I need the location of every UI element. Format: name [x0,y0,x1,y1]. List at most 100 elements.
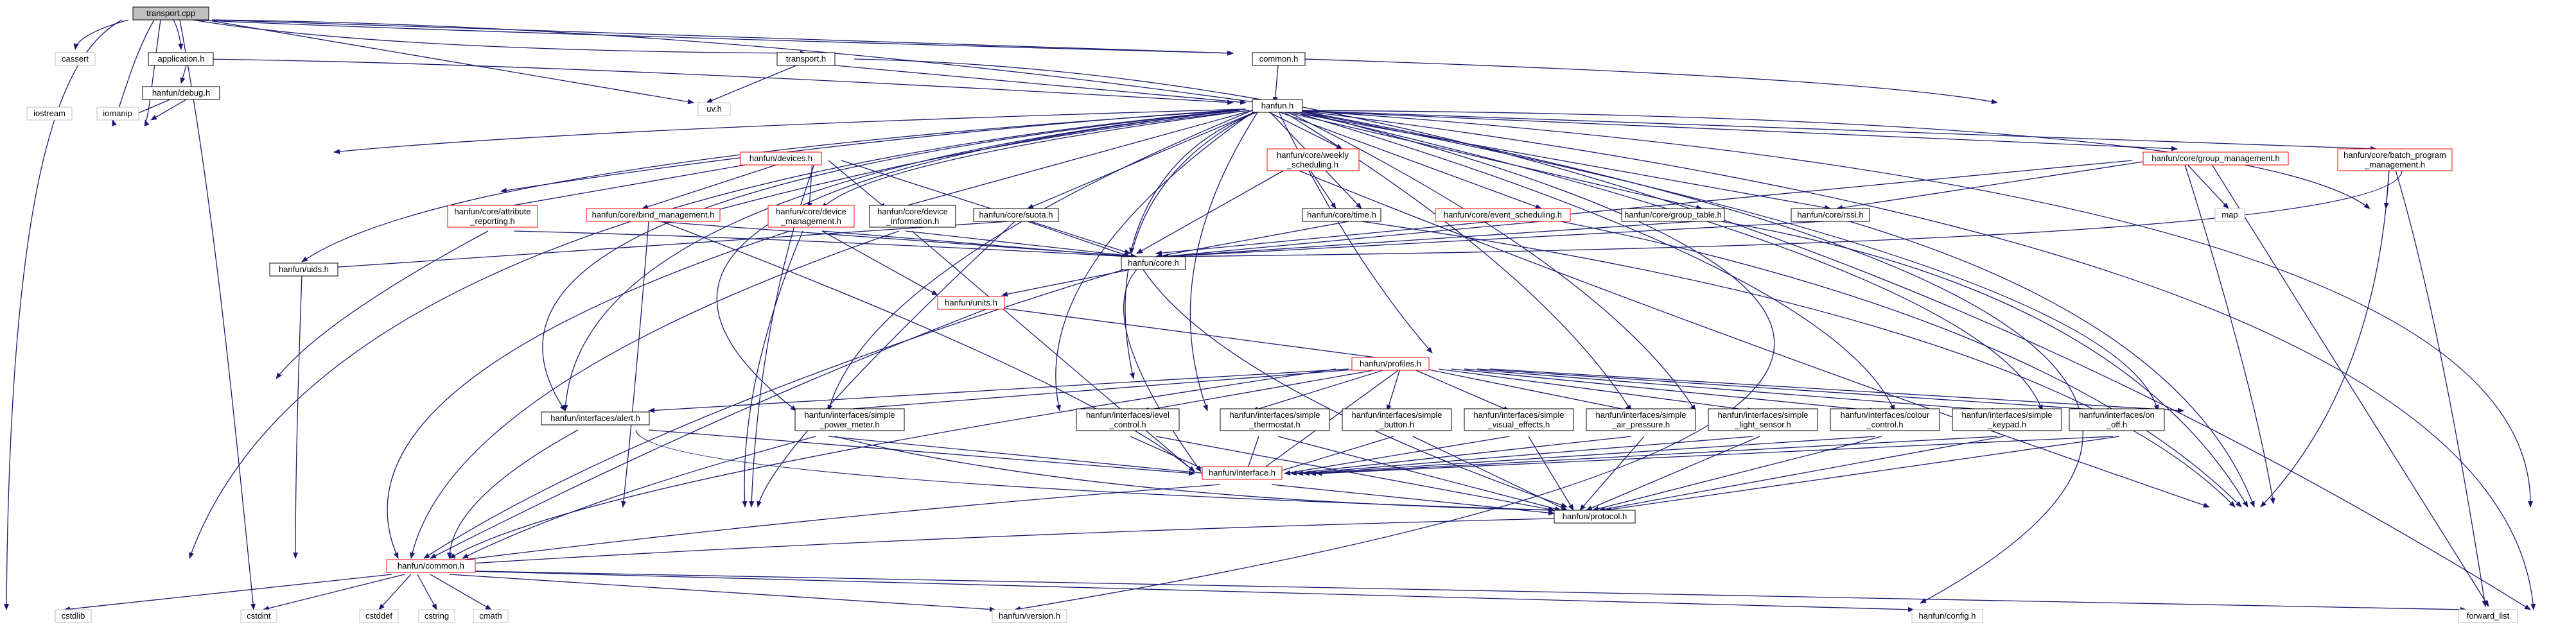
node-common-h-top[interactable]: common.h [1252,52,1306,66]
edge [1027,110,1259,209]
node-map[interactable]: map [2214,208,2245,222]
node-iomanip[interactable]: iomanip [96,107,139,121]
edge [211,19,1234,56]
node-label: application.h [158,54,205,64]
edge [2183,160,2275,504]
node-uv-h[interactable]: uv.h [697,102,731,116]
node-simple-thermostat-h[interactable]: hanfun/interfaces/simple _thermostat.h [1220,408,1330,431]
node-cassert[interactable]: cassert [55,52,96,66]
edge [642,160,791,210]
node-rssi-h[interactable]: hanfun/core/rssi.h [1791,208,1870,222]
node-cstdint[interactable]: cstdint [240,609,277,623]
node-bind-management-h[interactable]: hanfun/core/bind_management.h [586,208,721,222]
node-weekly-scheduling-h[interactable]: hanfun/core/weekly _scheduling.h [1266,148,1360,171]
node-hanfun-h[interactable]: hanfun.h [1252,99,1303,113]
node-forward-list[interactable]: forward_list [2458,609,2518,623]
edge [1599,436,2004,512]
node-hanfun-common-h[interactable]: hanfun/common.h [386,559,476,573]
edge [447,429,579,559]
node-iostream[interactable]: iostream [26,107,73,121]
node-label: _power_meter.h [819,420,879,429]
node-interface-h[interactable]: hanfun/interface.h [1202,466,1283,480]
node-label: cstdint [247,611,271,621]
edge [513,230,1131,259]
node-hanfun-devices-h[interactable]: hanfun/devices.h [740,151,822,166]
node-uids-h[interactable]: hanfun/uids.h [269,262,338,277]
node-simple-button-h[interactable]: hanfun/interfaces/simple _button.h [1342,408,1452,431]
edge [1528,436,1574,511]
node-simple-visual-effects-h[interactable]: hanfun/interfaces/simple _visual_effects… [1464,408,1574,431]
edge [854,58,2531,610]
edge [620,221,649,508]
edge [2260,169,2390,508]
node-cstdlib[interactable]: cstdlib [55,609,92,623]
edge [1001,307,1401,363]
edge [2183,160,2229,209]
node-label: hanfun/core/event_scheduling.h [1444,210,1562,219]
edge [468,571,1914,612]
node-device-management-h[interactable]: hanfun/core/device _management.h [767,205,855,228]
node-device-information-h[interactable]: hanfun/core/device _information.h [869,205,956,228]
node-simple-light-sensor-h[interactable]: hanfun/interfaces/simple _light_sensor.h [1708,408,1818,431]
node-hanfun-debug-h[interactable]: hanfun/debug.h [142,86,220,100]
edge [1189,110,1259,411]
node-config-h[interactable]: hanfun/config.h [1911,609,1983,623]
edge [1592,436,1882,511]
edge [417,574,437,610]
node-batch-program-management-h[interactable]: hanfun/core/batch_program _management.h [2337,148,2453,171]
node-cmath[interactable]: cmath [473,609,509,623]
node-label: iostream [33,108,66,118]
edge [1438,368,1754,413]
node-suota-h[interactable]: hanfun/core/suota.h [973,208,1059,222]
edge [449,484,1221,563]
edge [1287,110,1895,411]
node-transport-h[interactable]: transport.h [776,52,836,66]
edge [1579,436,1645,511]
edge [706,65,797,103]
node-core-h[interactable]: hanfun/core.h [1121,256,1186,270]
node-cstddef[interactable]: cstddef [359,609,399,623]
edge [1252,368,1388,412]
node-group-management-h[interactable]: hanfun/core/group_management.h [2142,151,2289,166]
node-application-h[interactable]: application.h [148,52,214,66]
node-time-h[interactable]: hanfun/core/time.h [1302,208,1381,222]
edge [1155,221,1349,259]
node-label: _control.h [1108,420,1146,429]
node-label: hanfun/interfaces/colour [1841,410,1930,420]
node-group-table-h[interactable]: hanfun/core/group_table.h [1621,208,1725,222]
node-label: hanfun/core/rssi.h [1797,210,1863,219]
edge [834,65,1247,105]
node-label: hanfun/interface.h [1209,468,1275,477]
node-simple-power-meter-h[interactable]: hanfun/interfaces/simple _power_meter.h [794,408,905,431]
edge [895,110,1253,210]
node-simple-air-pressure-h[interactable]: hanfun/interfaces/simple _air_pressure.h [1586,408,1696,431]
node-protocol-h[interactable]: hanfun/protocol.h [1554,510,1636,524]
node-on-off-h[interactable]: hanfun/interfaces/on _off.h [2069,408,2165,431]
edge [1271,484,1555,516]
node-transport-cpp[interactable]: transport.cpp [132,6,209,21]
edge [1155,160,2133,256]
edge [1476,368,2114,413]
node-simple-keypad-h[interactable]: hanfun/interfaces/simple _keypad.h [1952,408,2062,431]
node-units-h[interactable]: hanfun/units.h [937,296,1005,310]
node-version-h[interactable]: hanfun/version.h [992,609,1067,623]
edge [807,160,813,209]
node-attribute-reporting-h[interactable]: hanfun/core/attribute _reporting.h [447,205,538,228]
node-label: hanfun/core/suota.h [979,210,1053,219]
edge [1293,110,2159,411]
edge [687,110,1250,219]
edge [4,19,123,610]
node-cstring[interactable]: cstring [418,609,455,623]
node-label: hanfun/devices.h [749,153,812,163]
edge [1425,368,1632,413]
node-alert-h[interactable]: hanfun/interfaces/alert.h [541,411,650,425]
edge [1129,110,1263,254]
node-label: cstring [425,611,449,621]
node-level-control-h[interactable]: hanfun/interfaces/level _control.h [1076,408,1180,431]
edge [449,518,1555,567]
node-event-scheduling-h[interactable]: hanfun/core/event_scheduling.h [1435,208,1571,222]
node-colour-control-h[interactable]: hanfun/interfaces/colour _control.h [1830,408,1940,431]
node-label: cstddef [365,611,392,621]
node-profiles-h[interactable]: hanfun/profiles.h [1351,357,1430,371]
